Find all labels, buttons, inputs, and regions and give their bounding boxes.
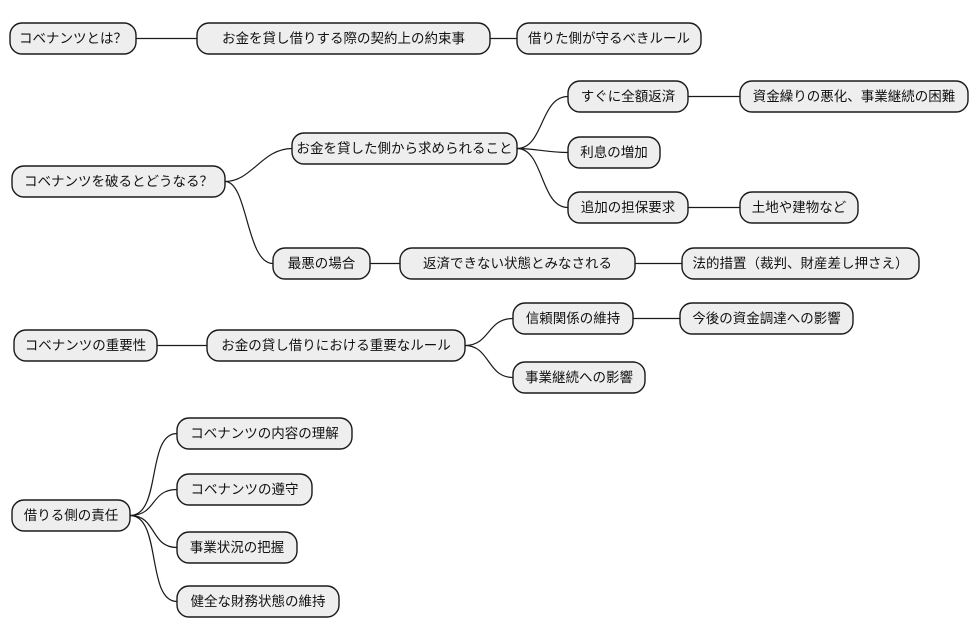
node-lender-demands: お金を貸した側から求められること — [291, 132, 518, 165]
node-label: 返済できない状態とみなされる — [423, 256, 612, 271]
node-box — [679, 302, 854, 335]
node-understand-content: コベナンツの内容の理解 — [176, 417, 353, 450]
node-box — [516, 22, 702, 55]
edge-responsibility-to-comply — [129, 488, 178, 517]
edge-responsibility-to-understand — [129, 432, 178, 517]
node-break-covenants: コベナンツを破るとどうなる？ — [11, 165, 226, 198]
node-label: 土地や建物など — [752, 200, 847, 215]
node-box — [512, 361, 646, 394]
node-label: コベナンツの重要性 — [25, 338, 147, 353]
node-future-financing: 今後の資金調達への影響 — [679, 302, 854, 335]
node-land-buildings: 土地や建物など — [739, 191, 859, 224]
node-box — [399, 247, 636, 280]
node-label: 資金繰りの悪化、事業継続の困難 — [753, 89, 956, 104]
node-covenants-importance: コベナンツの重要性 — [13, 329, 158, 362]
node-sound-finances: 健全な財務状態の維持 — [176, 585, 340, 618]
edge-responsibility-to-sound — [129, 514, 178, 603]
node-worst-case: 最悪の場合 — [272, 247, 371, 280]
node-label: コベナンツの遵守 — [191, 481, 299, 497]
connectors — [129, 37, 740, 603]
node-contract-promise: お金を貸し借りする際の契約上の約束事 — [196, 22, 491, 55]
node-box — [176, 417, 353, 450]
node-box — [176, 585, 340, 618]
node-label: 利息の増加 — [580, 144, 648, 160]
node-box — [681, 247, 920, 280]
node-box — [567, 191, 689, 224]
node-box — [11, 499, 131, 532]
node-label: 借りる側の責任 — [24, 508, 119, 523]
node-box — [739, 191, 859, 224]
node-comply-covenants: コベナンツの遵守 — [176, 473, 313, 506]
node-label: 今後の資金調達への影響 — [692, 310, 841, 326]
node-label: 追加の担保要求 — [581, 200, 676, 215]
node-covenants-what: コベナンツとは？ — [9, 22, 137, 55]
node-label: お金の貸し借りにおける重要なルール — [221, 338, 451, 353]
node-label: コベナンツとは？ — [19, 31, 127, 46]
node-label: 借りた側が守るべきルール — [528, 31, 690, 46]
node-label: 法的措置（裁判、財産差し押さえ） — [693, 256, 909, 271]
node-box — [11, 165, 226, 198]
node-grasp-business: 事業状況の把握 — [176, 531, 298, 564]
node-label: 健全な財務状態の維持 — [191, 593, 326, 609]
node-box — [13, 329, 158, 362]
node-box — [567, 80, 689, 113]
node-borrower-rules: 借りた側が守るべきルール — [516, 22, 702, 55]
node-label: コベナンツを破るとどうなる？ — [24, 174, 213, 189]
node-box — [272, 247, 371, 280]
node-label: お金を貸し借りする際の契約上の約束事 — [222, 31, 465, 46]
node-label: 最悪の場合 — [288, 256, 356, 271]
edge-rule-to-business — [464, 344, 514, 379]
node-label: コベナンツの内容の理解 — [190, 425, 339, 441]
edge-break-to-demands — [224, 147, 293, 183]
node-label: 事業継続への影響 — [525, 369, 633, 385]
node-trust-maintenance: 信頼関係の維持 — [512, 302, 634, 335]
node-box — [196, 22, 491, 55]
node-business-impact: 事業継続への影響 — [512, 361, 646, 394]
node-important-rule: お金の貸し借りにおける重要なルール — [206, 329, 466, 362]
node-box — [739, 80, 969, 113]
node-label: すぐに全額返済 — [581, 88, 676, 104]
node-deemed-default: 返済できない状態とみなされる — [399, 247, 636, 280]
node-additional-collateral: 追加の担保要求 — [567, 191, 689, 224]
edge-break-to-worst — [224, 180, 274, 265]
node-box — [176, 473, 313, 506]
edge-responsibility-to-grasp — [129, 514, 178, 549]
node-box — [567, 136, 661, 169]
node-box — [176, 531, 298, 564]
node-label: お金を貸した側から求められること — [297, 141, 513, 156]
node-full-repayment: すぐに全額返済 — [567, 80, 689, 113]
edge-demands-to-full-repayment — [516, 95, 569, 150]
node-legal-action: 法的措置（裁判、財産差し押さえ） — [681, 247, 920, 280]
node-cashflow-trouble: 資金繰りの悪化、事業継続の困難 — [739, 80, 969, 113]
node-box — [291, 132, 518, 165]
node-box — [9, 22, 137, 55]
node-borrower-responsibility: 借りる側の責任 — [11, 499, 131, 532]
node-interest-increase: 利息の増加 — [567, 136, 661, 169]
edge-demands-to-collateral — [516, 147, 569, 209]
edge-rule-to-trust — [464, 317, 514, 347]
node-label: 信頼関係の維持 — [526, 311, 621, 326]
node-box — [512, 302, 634, 335]
node-box — [206, 329, 466, 362]
node-label: 事業状況の把握 — [190, 540, 285, 555]
